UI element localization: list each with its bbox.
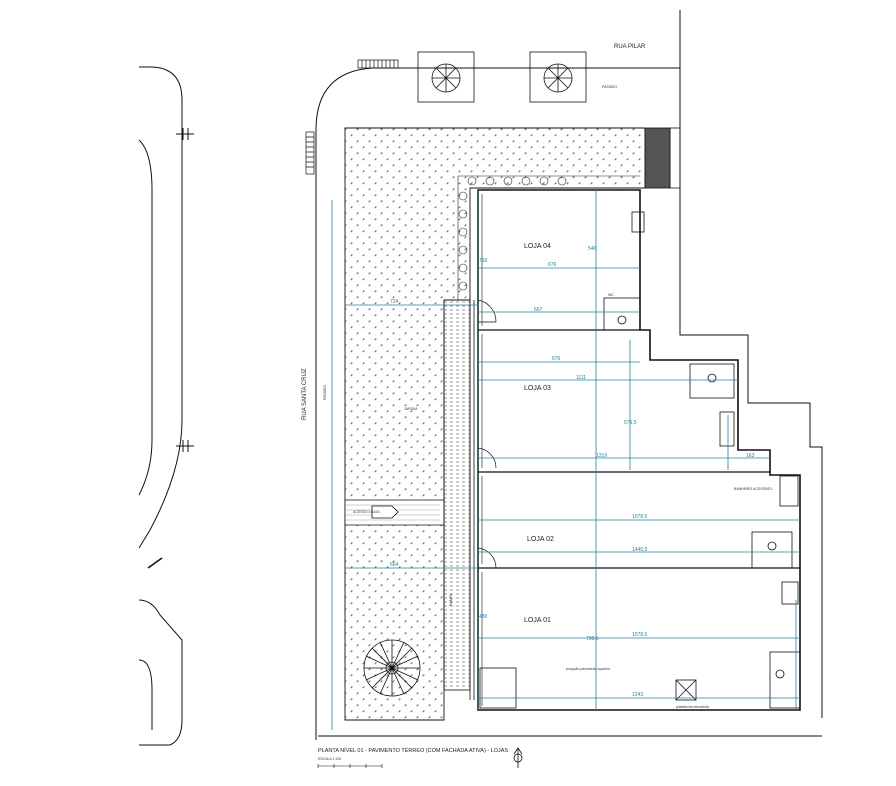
paved-courtyard <box>344 127 646 721</box>
wc-note-label: BANHEIRO ACESSÍVEL <box>734 487 773 491</box>
wc-label-1: WC <box>608 293 614 297</box>
entrance-label: ACESSO LOJAS <box>353 510 380 514</box>
dim-loja03-bottom: 1319 <box>596 453 607 459</box>
dim-loja04-right: 546 <box>588 246 597 252</box>
street-name-left: RUA SANTA CRUZ <box>302 368 308 420</box>
garden-label: JARDIM <box>404 407 417 411</box>
store-label-loja04: LOJA 04 <box>524 243 551 250</box>
dim-loja02-mid: 1078,5 <box>632 514 648 520</box>
garage-entrance <box>644 127 671 189</box>
projection-label: projeção pavimento superior <box>566 667 611 671</box>
store-doors <box>477 299 497 569</box>
wc-blocks <box>479 211 801 709</box>
store-label-loja02: LOJA 02 <box>527 536 554 543</box>
scale-bar <box>317 764 383 768</box>
left-street-curb <box>138 66 194 746</box>
dim-loja02-bottom: 1440,5 <box>632 547 648 553</box>
ramp-label: RAMPA <box>449 593 453 606</box>
street-tree-2 <box>529 51 587 103</box>
dim-loja03-mid: 1111 <box>576 375 586 381</box>
dim-loja01-bottom: 1243 <box>632 692 643 698</box>
drawing-title: PLANTA NÍVEL 01 - PAVIMENTO TÉRREO (COM … <box>318 747 508 754</box>
street-name-top: RUA PILAR <box>614 44 646 50</box>
street-grate <box>305 59 399 175</box>
dim-height-480: 480 <box>479 614 488 620</box>
sidewalk-top-label: PASSEIO <box>602 85 617 89</box>
dim-loja04-width: 676 <box>548 262 557 268</box>
street-tree-1 <box>417 51 475 103</box>
store-label-loja01: LOJA 01 <box>524 617 551 624</box>
dim-height-710: 710 <box>479 258 488 264</box>
dim-loja01-mid: 1078,5 <box>632 632 648 638</box>
dim-loja03-top: 676 <box>552 356 561 362</box>
dim-loja03-side: 163 <box>746 453 755 459</box>
dim-loja03-right: 579,5 <box>624 420 637 426</box>
sidewalk-left-label: PASSEIO <box>323 385 327 400</box>
north-arrow-icon <box>513 747 523 768</box>
drawing-scale: ESCALA 1:100 <box>318 757 341 761</box>
dim-height-798: 798,5 <box>586 636 599 642</box>
garden-tree <box>363 639 421 697</box>
dim-loja04-bottom: 667 <box>534 307 543 313</box>
store-label-loja03: LOJA 03 <box>524 385 551 392</box>
lift-label: plataforma elevatória <box>676 705 709 709</box>
access-ramp <box>443 299 475 700</box>
dimension-lines <box>331 190 800 730</box>
site-boundary <box>315 10 823 740</box>
dim-left-664: 664 <box>390 562 399 568</box>
dim-left-724: 724 <box>390 299 399 305</box>
hedge-planter <box>457 175 640 300</box>
